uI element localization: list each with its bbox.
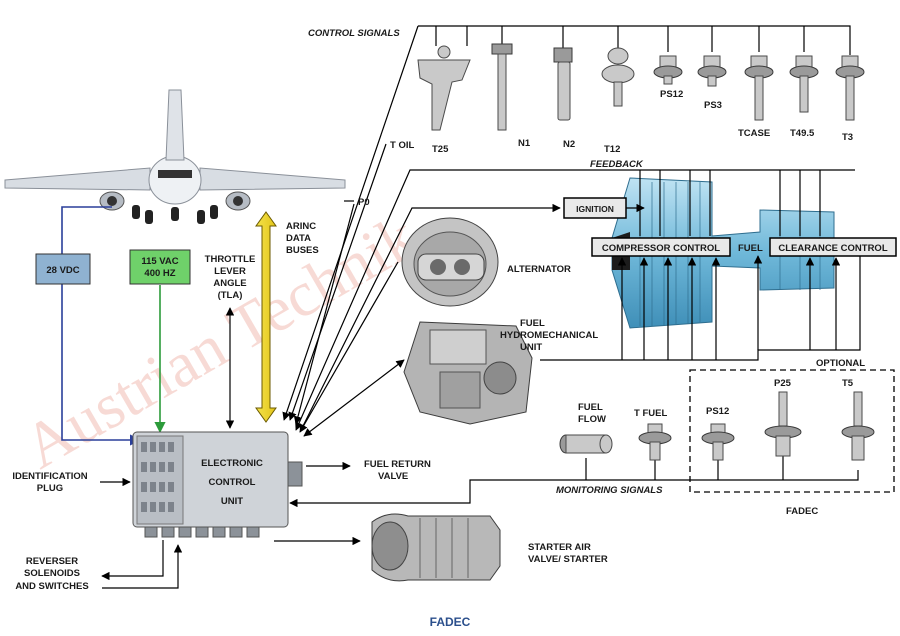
aircraft-illustration <box>4 89 346 224</box>
fmu-label-3: UNIT <box>520 342 542 353</box>
tla-label-2: LEVER <box>214 266 246 277</box>
starter-air-valve <box>371 513 501 582</box>
engine-feedback-drops <box>639 170 821 236</box>
n2-sensor <box>553 47 573 121</box>
fadec-box-label: FADEC <box>786 506 818 517</box>
figure-caption: FADEC <box>430 615 471 629</box>
fuel-hydromechanical-unit <box>403 321 533 425</box>
arinc-label-2: DATA <box>286 233 311 244</box>
control-signals-label: CONTROL SIGNALS <box>308 28 400 39</box>
tcase-sensor <box>744 55 774 121</box>
t-oil-label: T OIL <box>390 140 414 151</box>
monitoring-drops <box>585 456 784 480</box>
reverser-out-arrow <box>101 540 164 581</box>
t25-sensor <box>417 45 471 131</box>
ident-plug-label-2: PLUG <box>37 483 63 494</box>
compressor-control-label: COMPRESSOR CONTROL <box>602 243 720 254</box>
monitoring-bus <box>289 470 859 508</box>
dc-power-line <box>61 206 142 446</box>
optional-label: OPTIONAL <box>816 358 865 369</box>
ac-power-label-2: 400 HZ <box>144 268 175 279</box>
fuel-flow-label-1: FUEL <box>578 402 603 413</box>
t25-label: T25 <box>432 144 449 155</box>
reverser-in-arrow <box>102 544 183 589</box>
starter-label-1: STARTER AIR <box>528 542 591 553</box>
fuel-return-label-1: FUEL RETURN <box>364 459 431 470</box>
ecu-label-1: ELECTRONIC <box>201 458 263 469</box>
t3-sensor <box>835 55 865 121</box>
n1-sensor <box>491 43 513 131</box>
t5-label: T5 <box>842 378 854 389</box>
ps12-bottom-label: PS12 <box>706 406 729 417</box>
p25-sensor <box>764 391 802 457</box>
t-fuel-sensor <box>638 423 672 461</box>
fmu-label-1: FUEL <box>520 318 545 329</box>
compressor-control-box: COMPRESSOR CONTROL <box>591 237 731 257</box>
dc-power-label: 28 VDC <box>46 265 79 276</box>
t49-5-sensor <box>789 55 819 113</box>
clearance-control-box: CLEARANCE CONTROL <box>769 237 897 257</box>
ps3-label: PS3 <box>704 100 722 111</box>
compressor-control-arrows <box>617 257 841 360</box>
fuel-return-label-2: VALVE <box>378 471 408 482</box>
dc-power-box: 28 VDC <box>35 253 91 285</box>
arinc-label-1: ARINC <box>286 221 316 232</box>
reverser-label-1: REVERSER <box>26 556 78 567</box>
t5-sensor <box>841 391 875 461</box>
tla-label-1: THROTTLE <box>205 254 256 265</box>
n2-label: N2 <box>563 139 575 150</box>
ignition-box: IGNITION <box>563 197 627 219</box>
optional-sensors-box <box>689 369 895 493</box>
electronic-control-unit <box>132 431 303 538</box>
clearance-control-label: CLEARANCE CONTROL <box>778 243 887 254</box>
t3-label: T3 <box>842 132 853 143</box>
ident-plug-label-1: IDENTIFICATION <box>12 471 87 482</box>
fuel-label: FUEL <box>738 243 763 254</box>
p25-label: P25 <box>774 378 792 389</box>
fmu-line <box>303 359 405 437</box>
monitoring-signals-label: MONITORING SIGNALS <box>556 485 663 496</box>
control-signals-line <box>282 25 419 421</box>
fmu-label-2: HYDROMECHANICAL <box>500 330 598 341</box>
tla-label-4: (TLA) <box>218 290 243 301</box>
reverser-label-3: AND SWITCHES <box>15 581 88 592</box>
control-signals-bus <box>418 25 851 55</box>
t12-label: T12 <box>604 144 620 155</box>
feedback-label: FEEDBACK <box>590 159 644 170</box>
starter-label-2: VALVE/ STARTER <box>528 554 608 565</box>
ignition-line <box>301 203 561 429</box>
feedback-line <box>295 169 855 431</box>
fuel-flow-sensor <box>559 434 613 454</box>
ps12-top-label: PS12 <box>660 89 683 100</box>
fuel-flow-label-2: FLOW <box>578 414 606 425</box>
ecu-label-3: UNIT <box>221 496 243 507</box>
ac-power-box: 115 VAC 400 HZ <box>129 249 191 285</box>
ac-power-label-1: 115 VAC <box>141 256 178 267</box>
alternator-label: ALTERNATOR <box>507 264 571 275</box>
t49-5-label: T49.5 <box>790 128 815 139</box>
fmu-control-bus <box>540 256 861 361</box>
t-fuel-label: T FUEL <box>634 408 667 419</box>
reverser-label-2: SOLENOIDS <box>24 568 80 579</box>
ps3-sensor <box>697 55 727 87</box>
ignition-label: IGNITION <box>576 204 614 214</box>
t12-sensor <box>601 47 635 107</box>
ps12-sensor-top <box>653 55 683 85</box>
arinc-label-3: BUSES <box>286 245 319 256</box>
ecu-label-2: CONTROL <box>209 477 256 488</box>
arinc-data-bus-arrow <box>255 211 277 423</box>
tcase-label: TCASE <box>738 128 770 139</box>
alternator <box>401 217 499 307</box>
p0-label: P0 <box>358 197 370 208</box>
tla-label-3: ANGLE <box>213 278 246 289</box>
n1-label: N1 <box>518 138 531 149</box>
ps12-sensor-bottom <box>701 423 735 461</box>
